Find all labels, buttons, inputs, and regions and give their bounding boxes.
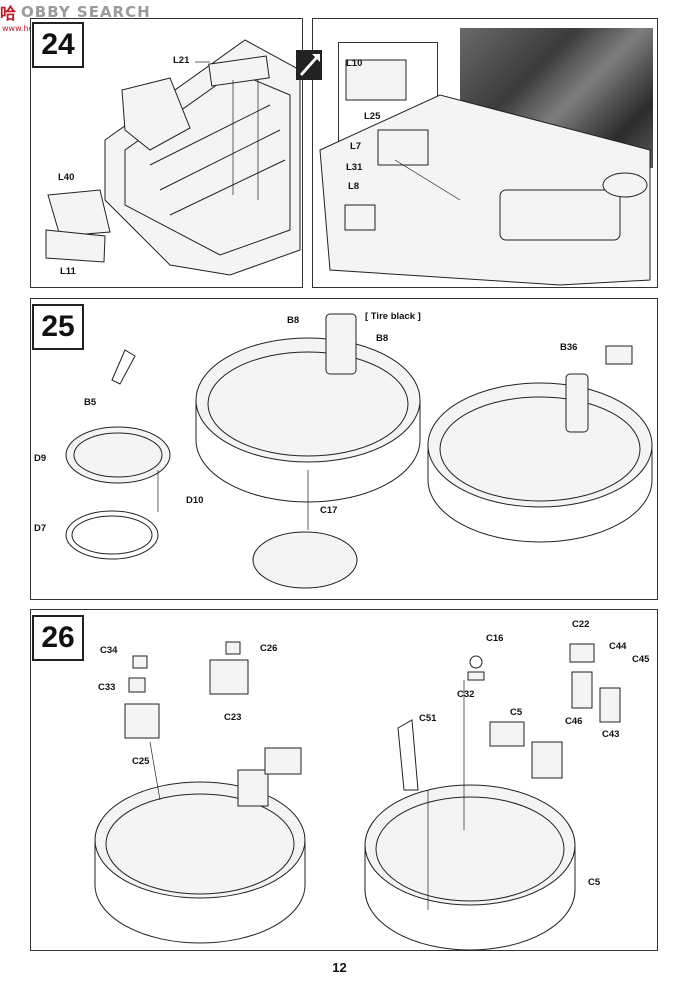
- part-label-L40: L40: [58, 172, 75, 183]
- part-label-C17: C17: [320, 505, 338, 516]
- part-label-C51: C51: [419, 713, 437, 724]
- part-label-L8: L8: [348, 181, 360, 192]
- part-label-C5: C5: [588, 877, 601, 888]
- part-label-L31: L31: [346, 162, 363, 173]
- part-label-B36: B36: [560, 342, 578, 353]
- part-label-L10: L10: [346, 58, 363, 69]
- part-label-C43: C43: [602, 729, 620, 740]
- page-number: 12: [332, 960, 347, 975]
- part-label-L11: L11: [60, 266, 76, 277]
- part-label-C16: C16: [486, 633, 504, 644]
- turret-ring-drawing: [65, 313, 653, 589]
- part-label-L25: L25: [364, 111, 381, 122]
- part-label-C44: C44: [609, 641, 627, 652]
- watermark-logo: 哈: [0, 4, 18, 23]
- hull-drawing-right: [296, 50, 651, 286]
- part-label-C34: C34: [100, 645, 118, 656]
- step-26-number: 26: [32, 615, 84, 661]
- step-24-number: 24: [32, 22, 84, 68]
- part-label-D9: D9: [34, 453, 47, 464]
- part-label-C33: C33: [98, 682, 116, 693]
- turret-interior-drawing: [94, 641, 621, 951]
- part-label-B8-top: B8: [287, 315, 300, 326]
- step-25-number: 25: [32, 304, 84, 350]
- watermark-text: OBBY SEARCH: [21, 3, 151, 21]
- hull-drawing-left: [45, 39, 301, 276]
- part-label-D10: D10: [186, 495, 204, 506]
- part-label-C32: C32: [457, 689, 475, 700]
- part-label-C5-top: C5: [510, 707, 523, 718]
- part-label-B8: B8: [376, 333, 389, 344]
- watermark: 哈 OBBY SEARCH: [0, 0, 151, 24]
- part-label-B5: B5: [84, 397, 97, 408]
- part-label-L7: L7: [350, 141, 362, 152]
- part-label-C22: C22: [572, 619, 590, 630]
- part-label-C45: C45: [632, 654, 650, 665]
- paint-note-tire-black: [ Tire black ]: [365, 311, 421, 322]
- part-label-L21: L21: [173, 55, 190, 66]
- part-label-C23: C23: [224, 712, 242, 723]
- part-label-C26: C26: [260, 643, 278, 654]
- part-label-C25: C25: [132, 756, 150, 767]
- part-label-C46: C46: [565, 716, 583, 727]
- part-label-D7: D7: [34, 523, 47, 534]
